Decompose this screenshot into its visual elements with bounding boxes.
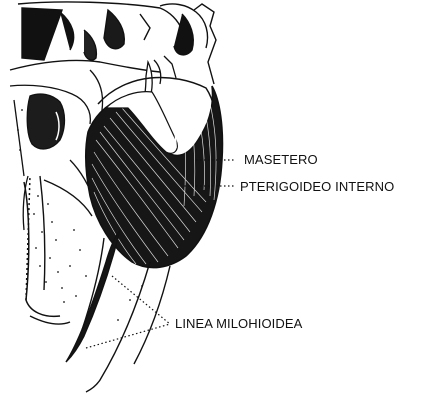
- dark-cavity-top-left: [22, 8, 62, 60]
- leader-linea-lower: [86, 324, 170, 348]
- label-pterigoideo-interno: PTERIGOIDEO INTERNO: [240, 180, 394, 193]
- muscle-body: [86, 86, 223, 268]
- skull-base: [10, 2, 216, 84]
- label-masetero: MASETERO: [244, 153, 318, 166]
- label-linea-milohioidea: LINEA MILOHIOIDEA: [175, 317, 302, 330]
